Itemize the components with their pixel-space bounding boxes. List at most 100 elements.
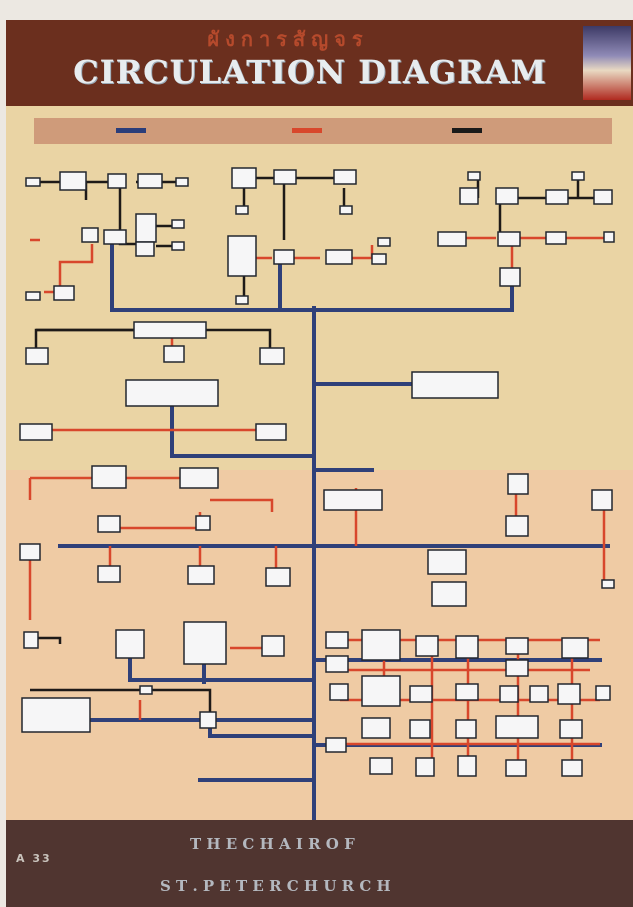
room-box [164, 346, 184, 362]
room-box [456, 720, 476, 738]
room-box [562, 760, 582, 776]
photo-edge-top [0, 0, 633, 20]
room-box [104, 230, 126, 244]
secondary-route-line [210, 500, 272, 512]
room-box [562, 638, 588, 658]
room-box [362, 630, 400, 660]
room-box [546, 190, 568, 204]
room-box [506, 516, 528, 536]
room-box [432, 582, 466, 606]
room-box [136, 242, 154, 256]
room-box [410, 686, 432, 702]
room-box [24, 632, 38, 648]
room-box [496, 188, 518, 204]
room-box [136, 214, 156, 242]
room-box [496, 716, 538, 738]
room-box [412, 372, 498, 398]
room-box [108, 174, 126, 188]
room-box [200, 712, 216, 728]
room-box [326, 738, 346, 752]
room-box [26, 292, 40, 300]
room-box [60, 172, 86, 190]
room-box [498, 232, 520, 246]
room-box [20, 544, 40, 560]
room-box [594, 190, 612, 204]
room-box [416, 758, 434, 776]
room-box [438, 232, 466, 246]
room-box [506, 638, 528, 654]
room-box [172, 220, 184, 228]
room-box [372, 254, 386, 264]
room-box [362, 676, 400, 706]
room-box [506, 660, 528, 676]
footer-line-2: S T . P E T E R C H U R C H [160, 876, 630, 896]
room-box [560, 720, 582, 738]
room-box [274, 250, 294, 264]
room-box [172, 242, 184, 250]
room-box [184, 622, 226, 664]
room-box [274, 170, 296, 184]
room-box [456, 636, 478, 658]
room-box [428, 550, 466, 574]
room-box [340, 206, 352, 214]
room-box [176, 178, 188, 186]
main-route-line [210, 722, 314, 736]
room-box [126, 380, 218, 406]
room-box [500, 268, 520, 286]
room-box [232, 168, 256, 188]
room-box [134, 322, 206, 338]
room-box [180, 468, 218, 488]
room-box [506, 760, 526, 776]
photo-edge-left [0, 0, 6, 907]
room-box [196, 516, 210, 530]
room-box [572, 172, 584, 180]
room-box [138, 174, 162, 188]
room-box [468, 172, 480, 180]
room-box [378, 238, 390, 246]
room-box [20, 424, 52, 440]
room-box [460, 188, 478, 204]
room-box [326, 250, 352, 264]
room-box [22, 698, 90, 732]
room-box [410, 720, 430, 738]
room-box [592, 490, 612, 510]
room-box [604, 232, 614, 242]
room-box [546, 232, 566, 244]
room-box [98, 566, 120, 582]
room-box [228, 236, 256, 276]
plate-code: A 33 [16, 852, 56, 866]
room-box [260, 348, 284, 364]
room-box [266, 568, 290, 586]
footer-line-1: T H E C H A I R O F [190, 834, 630, 854]
room-box [330, 684, 348, 700]
room-box [508, 474, 528, 494]
room-box [116, 630, 144, 658]
room-box [140, 686, 152, 694]
room-box [596, 686, 610, 700]
room-box [530, 686, 548, 702]
room-box [602, 580, 614, 588]
room-box [558, 684, 580, 704]
room-box [236, 296, 248, 304]
private-route-line [144, 690, 210, 714]
room-box [500, 686, 518, 702]
room-box [334, 170, 356, 184]
room-box [362, 718, 390, 738]
room-box [324, 490, 382, 510]
room-box [82, 228, 98, 242]
room-box [456, 684, 478, 700]
room-box [458, 756, 476, 776]
room-box [26, 178, 40, 186]
room-box [326, 632, 348, 648]
secondary-route-line [350, 245, 372, 258]
room-box [54, 286, 74, 300]
room-box [370, 758, 392, 774]
room-box [188, 566, 214, 584]
room-box [236, 206, 248, 214]
room-box [256, 424, 286, 440]
room-box [416, 636, 438, 656]
room-box [98, 516, 120, 532]
room-box [262, 636, 284, 656]
room-box [92, 466, 126, 488]
